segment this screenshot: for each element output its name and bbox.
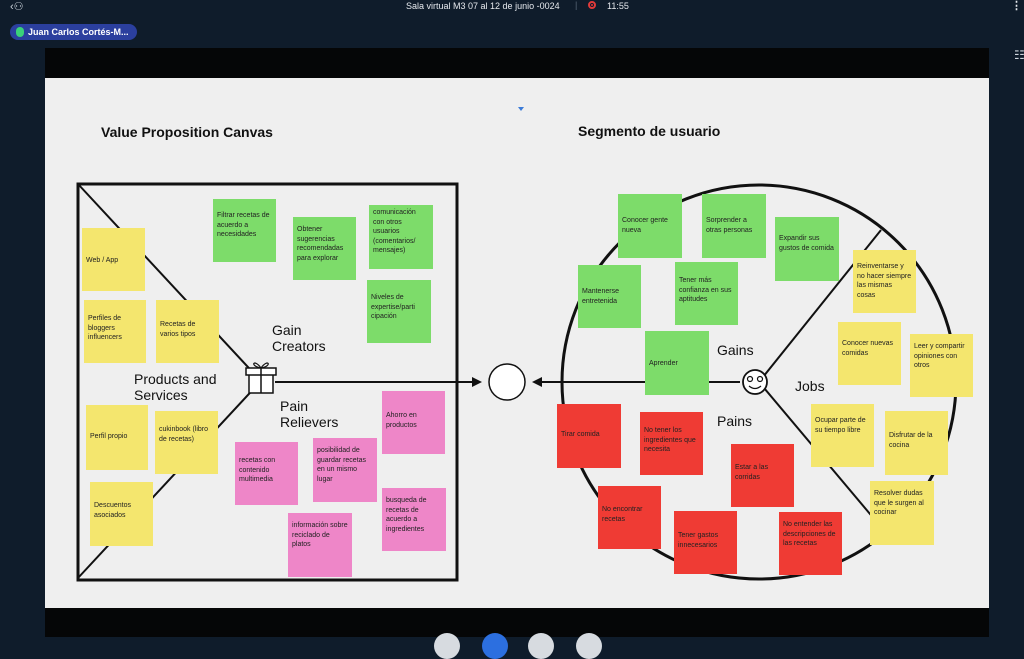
meeting-topbar: ‹⚇ Sala virtual M3 07 al 12 de junio -00… (0, 0, 1024, 14)
sticky-note: No encontrar recetas (598, 486, 661, 549)
sticky-note: Mantenerse entretenida (578, 265, 641, 328)
control-button[interactable] (482, 633, 508, 659)
sticky-note: Ahorro en productos (382, 391, 445, 454)
sticky-note: Reinventarse y no hacer siempre las mism… (853, 250, 916, 313)
active-speaker-chip: Juan Carlos Cortés-M... (10, 24, 137, 40)
sticky-note: No entender las descripciones de las rec… (779, 512, 842, 575)
sticky-note: Disfrutar de la cocina (885, 411, 948, 475)
sticky-note: Descuentos asociados (90, 482, 153, 546)
pain-relievers-label: Pain Relievers (280, 398, 339, 430)
layout-toggle-icon[interactable]: ☷ (1014, 48, 1024, 62)
sticky-note: Recetas de varios tipos (156, 300, 219, 363)
sticky-note: Obtener sugerencias recomendadas para ex… (293, 217, 356, 280)
sticky-note: cukinbook (libro de recetas) (155, 411, 218, 474)
divider: | (575, 0, 578, 10)
sticky-note: Niveles de expertise/parti cipación (367, 280, 431, 343)
control-button[interactable] (528, 633, 554, 659)
sticky-note: Tener gastos innecesarios (674, 511, 737, 574)
jobs-label: Jobs (795, 378, 825, 394)
sticky-note: Tener más confianza en sus aptitudes (675, 262, 738, 325)
pains-label: Pains (717, 413, 753, 429)
sticky-note: Estar a las corridas (731, 444, 794, 507)
participants-icon[interactable]: ‹⚇ (10, 1, 24, 13)
products-services-label: Products and Services (134, 371, 217, 403)
sticky-note: Leer y compartir opiniones con otros (910, 334, 973, 397)
sticky-note: recetas con contenido multimedia (235, 442, 298, 505)
sticky-note: posibilidad de guardar recetas en un mis… (313, 438, 377, 502)
microphone-icon (16, 27, 24, 37)
recording-icon (588, 1, 596, 9)
sticky-note: Perfil propio (86, 405, 148, 470)
sticky-note: No tener los ingredientes que necesita (640, 412, 703, 475)
sticky-note: Sorprender a otras personas (702, 194, 766, 258)
sticky-note: Aprender (645, 331, 709, 395)
more-options-icon[interactable]: ⋮ (1011, 0, 1022, 12)
meeting-title: Sala virtual M3 07 al 12 de junio -0024 (406, 1, 560, 11)
sticky-note: Expandir sus gustos de comida (775, 217, 839, 281)
speaker-name: Juan Carlos Cortés-M... (28, 27, 129, 37)
sticky-note: Tirar comida (557, 404, 621, 468)
sticky-note: Filtrar recetas de acuerdo a necesidades (213, 199, 276, 262)
sticky-note: Conocer nuevas comidas (838, 322, 901, 385)
control-button[interactable] (576, 633, 602, 659)
sticky-note: Perfiles de bloggers influencers (84, 300, 146, 363)
gains-label: Gains (717, 342, 754, 358)
gift-icon (245, 362, 277, 394)
sticky-note: Web / App (82, 228, 145, 291)
sticky-note: información sobre reciclado de platos (288, 513, 352, 577)
sticky-note: Ocupar parte de su tiempo libre (811, 404, 874, 467)
sticky-note: Resolver dudas que le surgen al cocinar (870, 481, 934, 545)
sticky-note: busqueda de recetas de acuerdo a ingredi… (382, 488, 446, 551)
segment-title: Segmento de usuario (578, 123, 721, 139)
sticky-note: Conocer gente nueva (618, 194, 682, 258)
meeting-time: 11:55 (607, 1, 629, 11)
vpc-title: Value Proposition Canvas (101, 124, 273, 140)
control-button[interactable] (434, 633, 460, 659)
sticky-note: comunicación con otros usuarios (comenta… (369, 205, 433, 269)
gain-creators-label: Gain Creators (272, 322, 326, 354)
smiley-icon (742, 369, 768, 395)
